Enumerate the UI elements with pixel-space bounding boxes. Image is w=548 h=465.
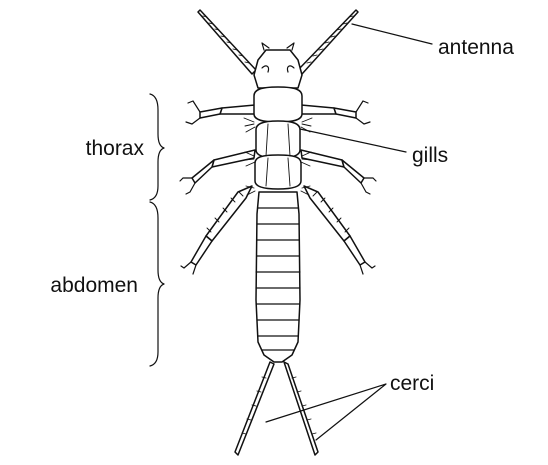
- prothorax: [254, 87, 302, 122]
- gills-label: gills: [412, 144, 448, 167]
- thorax-label: thorax: [86, 137, 145, 160]
- metathorax: [255, 155, 301, 189]
- cerci-leader: [266, 384, 386, 440]
- mesothorax: [256, 121, 300, 158]
- antenna-leader: [352, 24, 432, 44]
- gills-leader: [300, 129, 406, 152]
- abdomen-label: abdomen: [50, 274, 138, 297]
- thorax-bracket: [150, 94, 164, 200]
- cerci-label: cerci: [390, 372, 434, 395]
- body: [244, 43, 312, 362]
- antenna-label: antenna: [438, 36, 514, 59]
- head: [254, 50, 302, 88]
- abdomen-bracket: [150, 202, 164, 366]
- cerci: [235, 362, 318, 455]
